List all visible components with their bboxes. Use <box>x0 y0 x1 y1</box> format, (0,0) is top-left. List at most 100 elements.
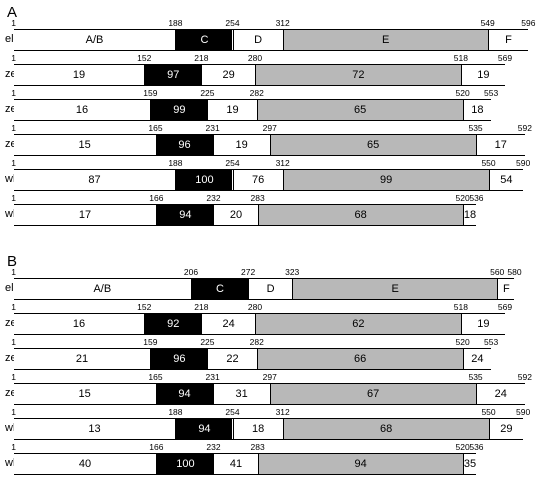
position-label: 1 <box>11 337 17 347</box>
domain-segment: E <box>292 279 498 299</box>
domain-segment: 100 <box>156 454 214 474</box>
domain-segment: 20 <box>213 205 258 225</box>
domain-segment: 18 <box>232 419 283 439</box>
position-label: 323 <box>285 267 300 277</box>
domain-segment: 16 <box>13 100 151 120</box>
domain-segment: 15 <box>13 135 156 155</box>
domain-segment: A/B <box>13 279 191 299</box>
position-label: 1 <box>11 88 17 98</box>
position-label: 569 <box>497 302 513 312</box>
position-label: 312 <box>275 407 290 417</box>
domain-segment: 18 <box>462 100 492 120</box>
domain-segment: 92 <box>144 314 202 334</box>
domain-segment: 18 <box>462 205 477 225</box>
domain-segment: 24 <box>475 384 525 404</box>
position-label: 188 <box>168 18 183 28</box>
position-label: 518 <box>453 302 468 312</box>
position-label: 596 <box>521 18 536 28</box>
position-label: 254 <box>225 407 240 417</box>
position-label: 553 <box>484 88 499 98</box>
position-label: 1 <box>11 193 17 203</box>
position-label: 282 <box>249 337 264 347</box>
domain-segment: 16 <box>13 314 145 334</box>
domain-segment: 99 <box>282 170 489 190</box>
position-label: 280 <box>247 302 263 312</box>
position-label: 549 <box>480 18 495 28</box>
domain-segment: E <box>282 30 488 50</box>
position-label: 218 <box>194 302 209 312</box>
domain-segment: 94 <box>175 419 233 439</box>
position-label: 152 <box>137 302 152 312</box>
domain-segment: D <box>248 279 293 299</box>
domain-segment: 40 <box>13 454 157 474</box>
position-label: 518 <box>453 53 468 63</box>
domain-segment: 62 <box>254 314 461 334</box>
domain-segment: 22 <box>207 349 257 369</box>
domain-segment: 97 <box>144 65 202 85</box>
position-label: 1 <box>11 267 17 277</box>
domain-segment: 94 <box>155 384 213 404</box>
domain-segment: 65 <box>256 100 463 120</box>
position-label: 590 <box>516 407 531 417</box>
position-label: 560 <box>490 267 505 277</box>
domain-segment: 19 <box>207 100 257 120</box>
position-label: 550 <box>481 158 496 168</box>
domain-segment: 54 <box>488 170 524 190</box>
position-label: 254 <box>225 158 240 168</box>
position-label: 206 <box>183 267 199 277</box>
position-label: 218 <box>194 53 209 63</box>
position-label: 188 <box>168 407 183 417</box>
position-label: 312 <box>275 18 290 28</box>
domain-segment: 17 <box>475 135 525 155</box>
domain-segment: 72 <box>254 65 461 85</box>
position-label: 520 <box>455 193 470 203</box>
position-label: 592 <box>517 372 532 382</box>
position-label: 297 <box>262 123 277 133</box>
domain-segment: 100 <box>175 170 233 190</box>
position-label: 159 <box>143 337 158 347</box>
position-label: 232 <box>206 193 221 203</box>
position-label: 569 <box>497 53 513 63</box>
panel-label: A <box>7 4 18 21</box>
domain-segment: 19 <box>13 65 145 85</box>
position-label: 166 <box>149 193 164 203</box>
position-label: 590 <box>516 158 531 168</box>
domain-segment: 65 <box>269 135 476 155</box>
position-label: 165 <box>148 372 163 382</box>
position-label: 165 <box>148 123 163 133</box>
domain-segment: 41 <box>213 454 258 474</box>
domain-segment: 15 <box>13 384 156 404</box>
domain-segment: 68 <box>282 419 489 439</box>
position-label: 1 <box>11 158 17 168</box>
position-label: 232 <box>206 442 221 452</box>
domain-segment: 35 <box>462 454 477 474</box>
position-label: 159 <box>143 88 158 98</box>
domain-segment: F <box>487 30 529 50</box>
position-label: 225 <box>200 88 215 98</box>
position-label: 312 <box>275 158 290 168</box>
position-label: 520 <box>455 337 470 347</box>
position-label: 1 <box>11 18 17 28</box>
position-label: 536 <box>469 442 484 452</box>
position-label: 520 <box>455 442 470 452</box>
position-label: 280 <box>247 53 263 63</box>
domain-segment: 31 <box>212 384 270 404</box>
position-label: 536 <box>469 193 484 203</box>
position-label: 1 <box>11 372 17 382</box>
domain-segment: 68 <box>257 205 463 225</box>
position-label: 1 <box>11 53 17 63</box>
domain-segment: 96 <box>150 349 208 369</box>
domain-segment: 24 <box>201 314 255 334</box>
domain-segment: A/B <box>13 30 176 50</box>
domain-segment: 99 <box>150 100 208 120</box>
domain-segment: F <box>497 279 515 299</box>
